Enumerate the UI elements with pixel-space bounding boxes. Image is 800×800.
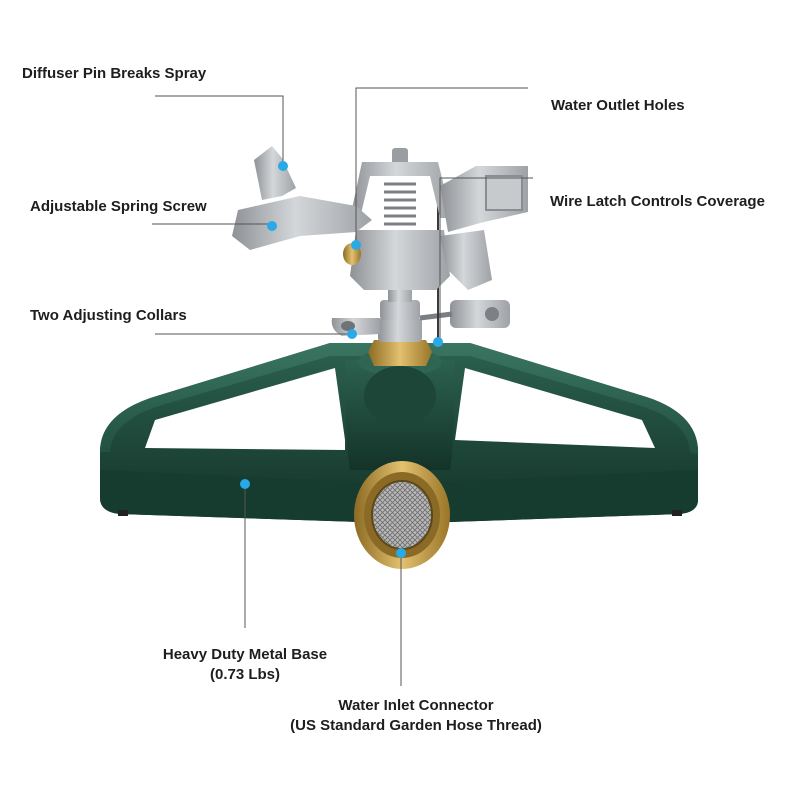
leader-lines — [152, 87, 533, 686]
dot-metal-base — [240, 479, 250, 489]
leader-wire-latch — [439, 177, 533, 340]
dot-adjusting-collars — [347, 329, 357, 339]
leader-outlet-holes — [355, 87, 528, 244]
label-diffuser-pin: Diffuser Pin Breaks Spray — [22, 65, 207, 82]
sprinkler-head — [232, 146, 528, 366]
label-wire-latch: Wire Latch Controls Coverage — [550, 193, 765, 210]
label-spring-screw: Adjustable Spring Screw — [30, 198, 207, 215]
label-outlet-holes: Water Outlet Holes — [551, 97, 685, 114]
inlet-connector — [354, 461, 450, 569]
inlet-title: Water Inlet Connector — [338, 697, 494, 714]
dot-diffuser-pin — [278, 161, 288, 171]
label-inlet-connector: Water Inlet Connector (US Standard Garde… — [266, 696, 566, 736]
inlet-detail: (US Standard Garden Hose Thread) — [290, 717, 542, 734]
leader-diffuser-pin — [155, 95, 284, 166]
metal-base-title: Heavy Duty Metal Base — [162, 646, 328, 663]
dot-spring-screw — [267, 221, 277, 231]
label-adjusting-collars: Two Adjusting Collars — [30, 307, 187, 324]
label-metal-base: Heavy Duty Metal Base (0.73 Lbs) — [140, 645, 350, 685]
dot-wire-latch — [433, 337, 443, 347]
dot-outlet-holes — [351, 240, 361, 250]
metal-base-weight: (0.73 Lbs) — [209, 666, 281, 683]
callout-dots — [240, 161, 443, 558]
dot-inlet — [396, 548, 406, 558]
